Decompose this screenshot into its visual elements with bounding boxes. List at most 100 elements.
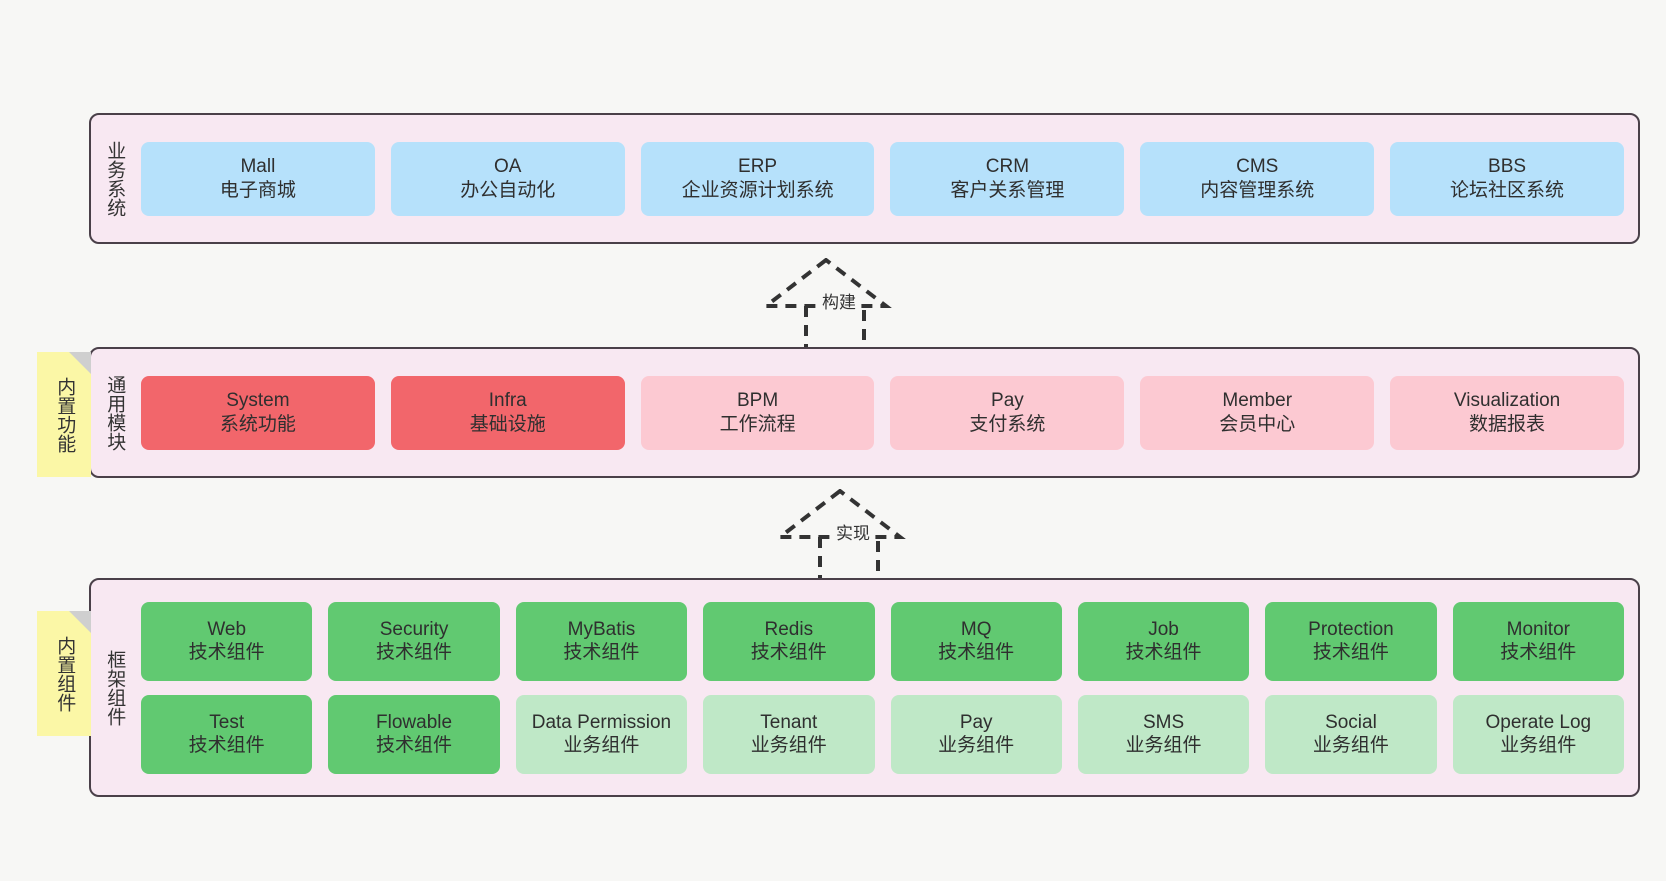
card-system[interactable]: System 系统功能 bbox=[141, 375, 375, 450]
card-title: CMS bbox=[1236, 156, 1279, 178]
card-subtitle: 基础设施 bbox=[469, 413, 546, 435]
card-subtitle: 技术组件 bbox=[750, 642, 827, 663]
card-mybatis[interactable]: MyBatis 技术组件 bbox=[515, 601, 688, 681]
card-erp[interactable]: ERP 企业资源计划系统 bbox=[640, 141, 875, 216]
layer-title-business: 业务系统 bbox=[104, 140, 126, 217]
card-web[interactable]: Web 技术组件 bbox=[141, 601, 313, 681]
card-title: Operate Log bbox=[1485, 711, 1592, 733]
card-subtitle: 论坛社区系统 bbox=[1450, 179, 1565, 201]
card-subtitle: 技术组件 bbox=[188, 642, 265, 663]
layer-body-business: Mall 电子商城 OA 办公自动化 ERP 企业资源计划系统 CRM 客户关系… bbox=[137, 115, 1638, 242]
card-data-permission[interactable]: Data Permission 业务组件 bbox=[515, 694, 688, 774]
card-subtitle: 企业资源计划系统 bbox=[681, 179, 834, 201]
card-subtitle: 会员中心 bbox=[1219, 413, 1296, 435]
card-title: Protection bbox=[1308, 618, 1394, 640]
card-crm[interactable]: CRM 客户关系管理 bbox=[890, 141, 1125, 216]
arrow-label-build: 构建 bbox=[820, 288, 858, 313]
card-title: BBS bbox=[1488, 156, 1527, 178]
card-security[interactable]: Security 技术组件 bbox=[328, 601, 500, 681]
card-title: Test bbox=[209, 711, 245, 733]
layer-framework-components: 框架组件 Web 技术组件 Security 技术组件 MyBatis 技术组件… bbox=[89, 578, 1640, 797]
layer-business-systems: 业务系统 Mall 电子商城 OA 办公自动化 ERP 企业资源计划系统 CRM… bbox=[89, 113, 1640, 244]
card-title: Data Permission bbox=[531, 711, 672, 733]
card-title: Social bbox=[1325, 711, 1377, 733]
card-title: MQ bbox=[960, 618, 992, 640]
card-flowable[interactable]: Flowable 技术组件 bbox=[328, 694, 500, 774]
card-subtitle: 技术组件 bbox=[1500, 642, 1577, 663]
card-subtitle: 技术组件 bbox=[1125, 642, 1202, 663]
card-subtitle: 办公自动化 bbox=[460, 179, 556, 201]
card-title: CRM bbox=[985, 156, 1030, 178]
card-title: ERP bbox=[738, 156, 778, 178]
card-row: Web 技术组件 Security 技术组件 MyBatis 技术组件 Redi… bbox=[141, 601, 1624, 681]
card-title: Pay bbox=[991, 390, 1024, 412]
card-title: OA bbox=[494, 156, 522, 178]
card-subtitle: 业务组件 bbox=[1312, 735, 1389, 756]
card-redis[interactable]: Redis 技术组件 bbox=[703, 601, 875, 681]
card-title: Member bbox=[1222, 390, 1293, 412]
arrow-label-implement: 实现 bbox=[834, 519, 872, 544]
card-row: Mall 电子商城 OA 办公自动化 ERP 企业资源计划系统 CRM 客户关系… bbox=[141, 141, 1624, 216]
card-pay-business[interactable]: Pay 业务组件 bbox=[890, 694, 1062, 774]
card-title: Redis bbox=[764, 618, 814, 640]
card-subtitle: 业务组件 bbox=[938, 735, 1015, 756]
card-subtitle: 工作流程 bbox=[719, 413, 796, 435]
card-title: MyBatis bbox=[567, 618, 636, 640]
card-member[interactable]: Member 会员中心 bbox=[1140, 375, 1375, 450]
layer-title-frame: 框架组件 bbox=[104, 649, 126, 726]
card-job[interactable]: Job 技术组件 bbox=[1077, 601, 1250, 681]
card-subtitle: 技术组件 bbox=[938, 642, 1015, 663]
arrow-implement: 实现 bbox=[772, 489, 932, 584]
layer-title-modules: 通用模块 bbox=[104, 374, 126, 451]
card-subtitle: 业务组件 bbox=[1500, 735, 1577, 756]
card-subtitle: 技术组件 bbox=[1312, 642, 1389, 663]
card-mq[interactable]: MQ 技术组件 bbox=[890, 601, 1062, 681]
card-visualization[interactable]: Visualization 数据报表 bbox=[1390, 375, 1624, 450]
card-title: Pay bbox=[959, 711, 993, 733]
card-bpm[interactable]: BPM 工作流程 bbox=[640, 375, 875, 450]
card-subtitle: 内容管理系统 bbox=[1200, 179, 1315, 201]
card-test[interactable]: Test 技术组件 bbox=[141, 694, 313, 774]
card-infra[interactable]: Infra 基础设施 bbox=[390, 375, 625, 450]
card-subtitle: 业务组件 bbox=[750, 735, 827, 756]
card-subtitle: 数据报表 bbox=[1469, 413, 1546, 435]
card-subtitle: 业务组件 bbox=[563, 735, 640, 756]
card-row: System 系统功能 Infra 基础设施 BPM 工作流程 Pay 支付系统… bbox=[141, 375, 1624, 450]
card-social[interactable]: Social 业务组件 bbox=[1265, 694, 1437, 774]
arrow-build: 构建 bbox=[758, 258, 918, 353]
card-title: BPM bbox=[736, 390, 779, 412]
card-title: Mall bbox=[240, 156, 276, 178]
note-builtin-function: 内置功能 bbox=[37, 352, 91, 477]
card-subtitle: 技术组件 bbox=[376, 735, 453, 756]
card-subtitle: 技术组件 bbox=[563, 642, 640, 663]
layer-body-frame: Web 技术组件 Security 技术组件 MyBatis 技术组件 Redi… bbox=[137, 580, 1638, 795]
layer-common-modules: 通用模块 System 系统功能 Infra 基础设施 BPM 工作流程 Pay… bbox=[89, 347, 1640, 478]
card-sms[interactable]: SMS 业务组件 bbox=[1077, 694, 1250, 774]
card-monitor[interactable]: Monitor 技术组件 bbox=[1452, 601, 1624, 681]
card-subtitle: 技术组件 bbox=[376, 642, 453, 663]
note-builtin-component: 内置组件 bbox=[37, 611, 91, 736]
card-row: Test 技术组件 Flowable 技术组件 Data Permission … bbox=[141, 694, 1624, 774]
card-title: Visualization bbox=[1453, 390, 1561, 412]
card-subtitle: 客户关系管理 bbox=[950, 179, 1065, 201]
card-title: Infra bbox=[488, 390, 527, 412]
layer-body-modules: System 系统功能 Infra 基础设施 BPM 工作流程 Pay 支付系统… bbox=[137, 349, 1638, 476]
card-title: Tenant bbox=[760, 711, 818, 733]
card-title: Web bbox=[207, 618, 247, 640]
card-subtitle: 支付系统 bbox=[969, 413, 1046, 435]
card-oa[interactable]: OA 办公自动化 bbox=[390, 141, 625, 216]
card-title: SMS bbox=[1142, 711, 1185, 733]
card-title: Job bbox=[1148, 618, 1179, 640]
card-title: Flowable bbox=[376, 711, 453, 733]
card-mall[interactable]: Mall 电子商城 bbox=[141, 141, 375, 216]
card-bbs[interactable]: BBS 论坛社区系统 bbox=[1390, 141, 1624, 216]
card-subtitle: 电子商城 bbox=[219, 179, 296, 201]
card-tenant[interactable]: Tenant 业务组件 bbox=[703, 694, 875, 774]
card-cms[interactable]: CMS 内容管理系统 bbox=[1140, 141, 1375, 216]
card-protection[interactable]: Protection 技术组件 bbox=[1265, 601, 1437, 681]
card-pay[interactable]: Pay 支付系统 bbox=[890, 375, 1125, 450]
card-operate-log[interactable]: Operate Log 业务组件 bbox=[1452, 694, 1624, 774]
card-subtitle: 业务组件 bbox=[1125, 735, 1202, 756]
card-subtitle: 技术组件 bbox=[188, 735, 265, 756]
